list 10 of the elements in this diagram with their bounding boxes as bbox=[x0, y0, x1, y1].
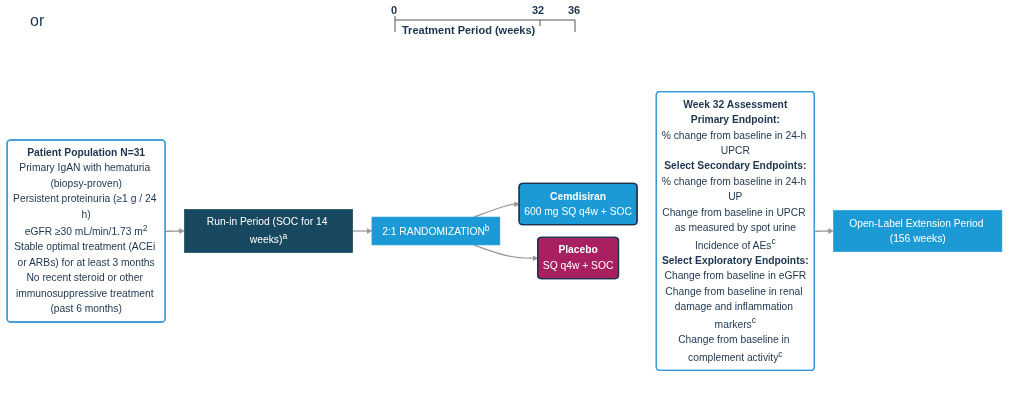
tick-label: 36 bbox=[568, 4, 581, 16]
tick-label: 0 bbox=[391, 4, 398, 16]
node-box: Run-in Period (SOC for 14 weeks)$^{a}$ bbox=[184, 208, 353, 253]
arrow bbox=[814, 227, 834, 234]
arrow bbox=[352, 227, 373, 234]
node-box: Open-Label Extension Period (156 weeks) bbox=[833, 209, 1003, 252]
tick-label: 32 bbox=[532, 4, 545, 16]
note-text: or bbox=[30, 12, 45, 30]
axis-label: Treatment Period (weeks) bbox=[402, 24, 536, 36]
node-box: 2:1 RANDOMIZATION$^{b}$ bbox=[371, 216, 501, 245]
